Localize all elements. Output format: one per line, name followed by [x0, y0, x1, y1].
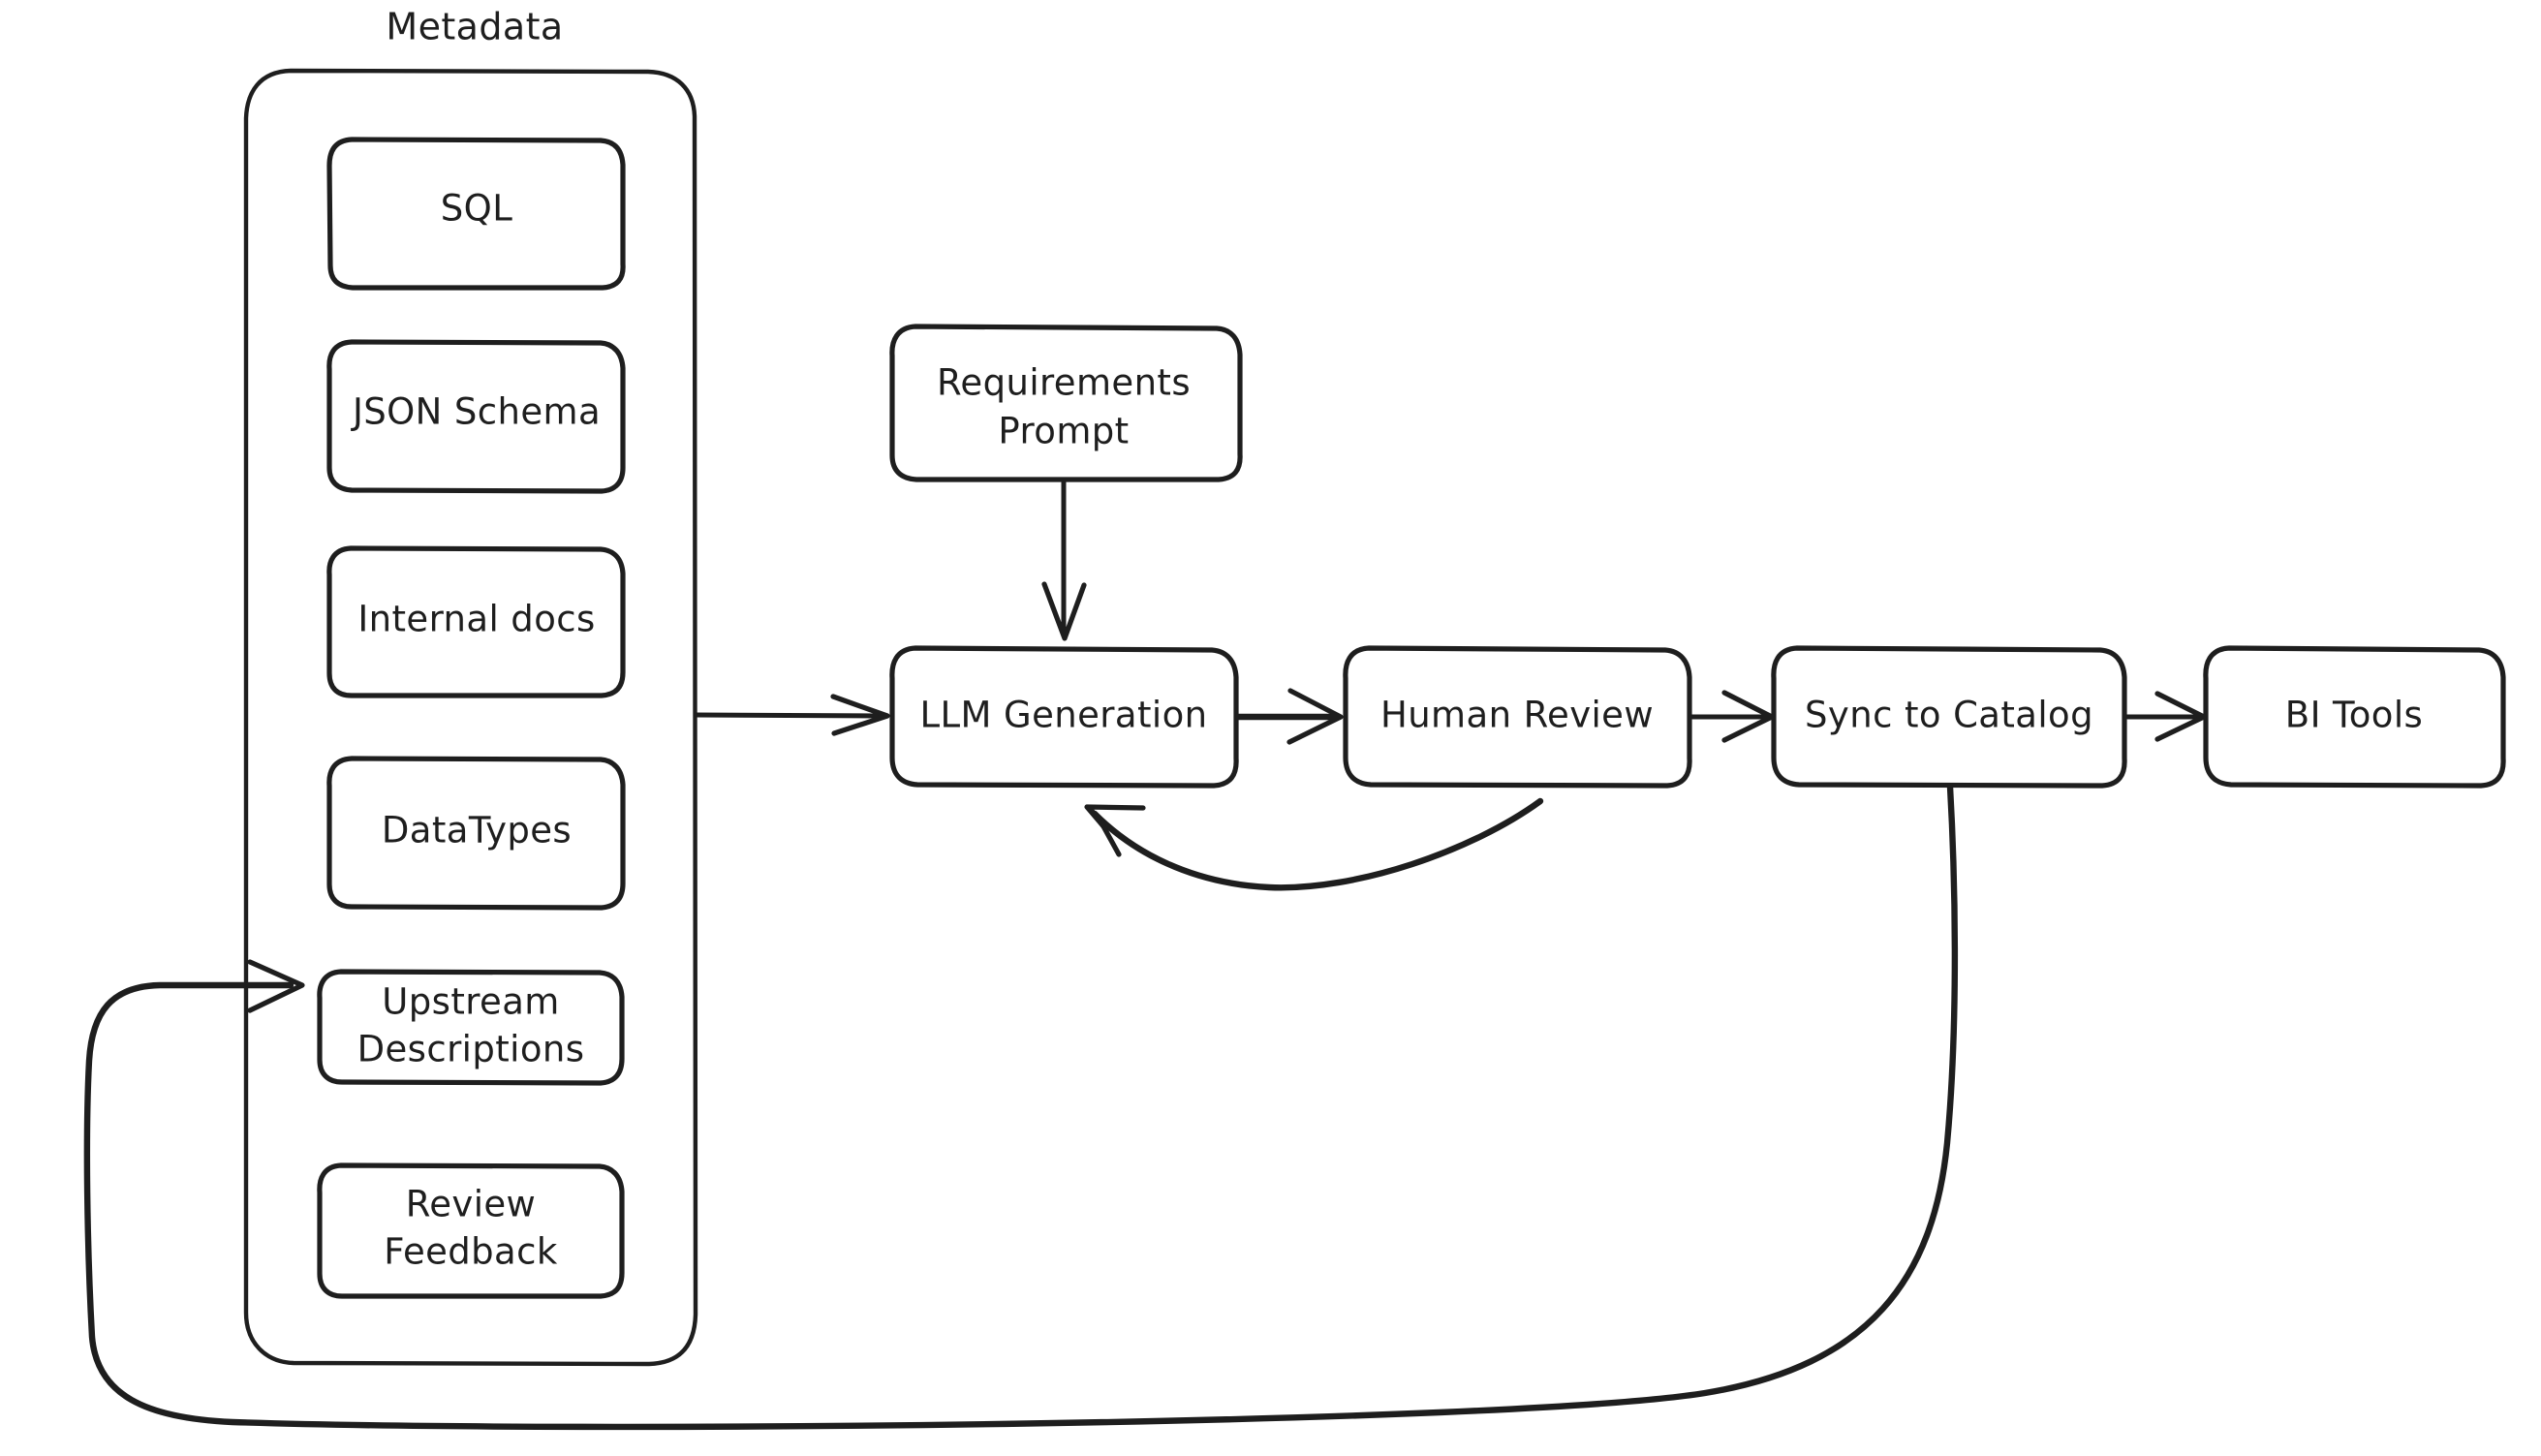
node-human-review-label: Human Review: [1380, 695, 1654, 736]
node-bi-tools[interactable]: BI Tools: [2203, 645, 2506, 789]
metadata-item-internal-docs[interactable]: Internal docs: [326, 545, 626, 698]
node-requirements-prompt[interactable]: Requirements Prompt: [889, 324, 1243, 482]
metadata-item-review-feedback[interactable]: Review Feedback: [317, 1162, 625, 1299]
metadata-item-internal-docs-label: Internal docs: [357, 599, 595, 640]
metadata-item-internal-docs-border: [326, 545, 626, 698]
metadata-item-json-schema-border: [326, 339, 626, 494]
metadata-item-sql[interactable]: SQL: [326, 137, 626, 291]
metadata-item-review-feedback-border: [317, 1162, 625, 1299]
node-human-review-border: [1343, 645, 1692, 789]
metadata-item-review-feedback-label-line1: Review: [406, 1184, 536, 1225]
metadata-item-upstream-descriptions-label-line1: Upstream: [382, 981, 559, 1023]
node-sync-to-catalog-label: Sync to Catalog: [1805, 695, 2093, 736]
metadata-item-upstream-descriptions[interactable]: Upstream Descriptions: [317, 969, 625, 1086]
metadata-item-datatypes-label: DataTypes: [382, 810, 572, 852]
node-sync-to-catalog-border: [1771, 645, 2127, 789]
edge-review-back-to-llm: [1084, 797, 1544, 891]
node-sync-to-catalog[interactable]: Sync to Catalog: [1771, 645, 2127, 789]
node-requirements-prompt-border: [889, 324, 1243, 482]
node-llm-generation-border: [889, 645, 1239, 789]
node-llm-generation[interactable]: LLM Generation: [889, 645, 1239, 789]
metadata-item-sql-label: SQL: [441, 188, 512, 230]
metadata-item-json-schema[interactable]: JSON Schema: [326, 339, 626, 494]
edge-sync-to-bi: [2123, 691, 2207, 742]
metadata-item-json-schema-label: JSON Schema: [351, 391, 601, 433]
node-human-review[interactable]: Human Review: [1343, 645, 1692, 789]
metadata-item-datatypes[interactable]: DataTypes: [326, 756, 626, 911]
metadata-item-upstream-descriptions-border: [317, 969, 625, 1086]
metadata-item-review-feedback-label-line2: Feedback: [384, 1231, 558, 1273]
edge-review-to-sync: [1688, 690, 1775, 743]
edge-prompt-to-llm: [1041, 478, 1087, 641]
node-requirements-prompt-label-line2: Prompt: [998, 411, 1129, 452]
metadata-group-label: Metadata: [386, 6, 563, 48]
metadata-item-upstream-descriptions-label-line2: Descriptions: [357, 1029, 585, 1070]
edge-metadata-to-llm: [693, 694, 890, 736]
edge-llm-to-review: [1233, 688, 1344, 745]
node-bi-tools-label: BI Tools: [2285, 695, 2423, 736]
metadata-item-sql-border: [326, 137, 626, 291]
node-requirements-prompt-label-line1: Requirements: [937, 362, 1191, 404]
node-llm-generation-label: LLM Generation: [920, 695, 1208, 736]
edge-sync-to-upstream-descriptions: [83, 783, 1959, 1431]
metadata-item-datatypes-border: [326, 756, 626, 911]
node-bi-tools-border: [2203, 645, 2506, 789]
